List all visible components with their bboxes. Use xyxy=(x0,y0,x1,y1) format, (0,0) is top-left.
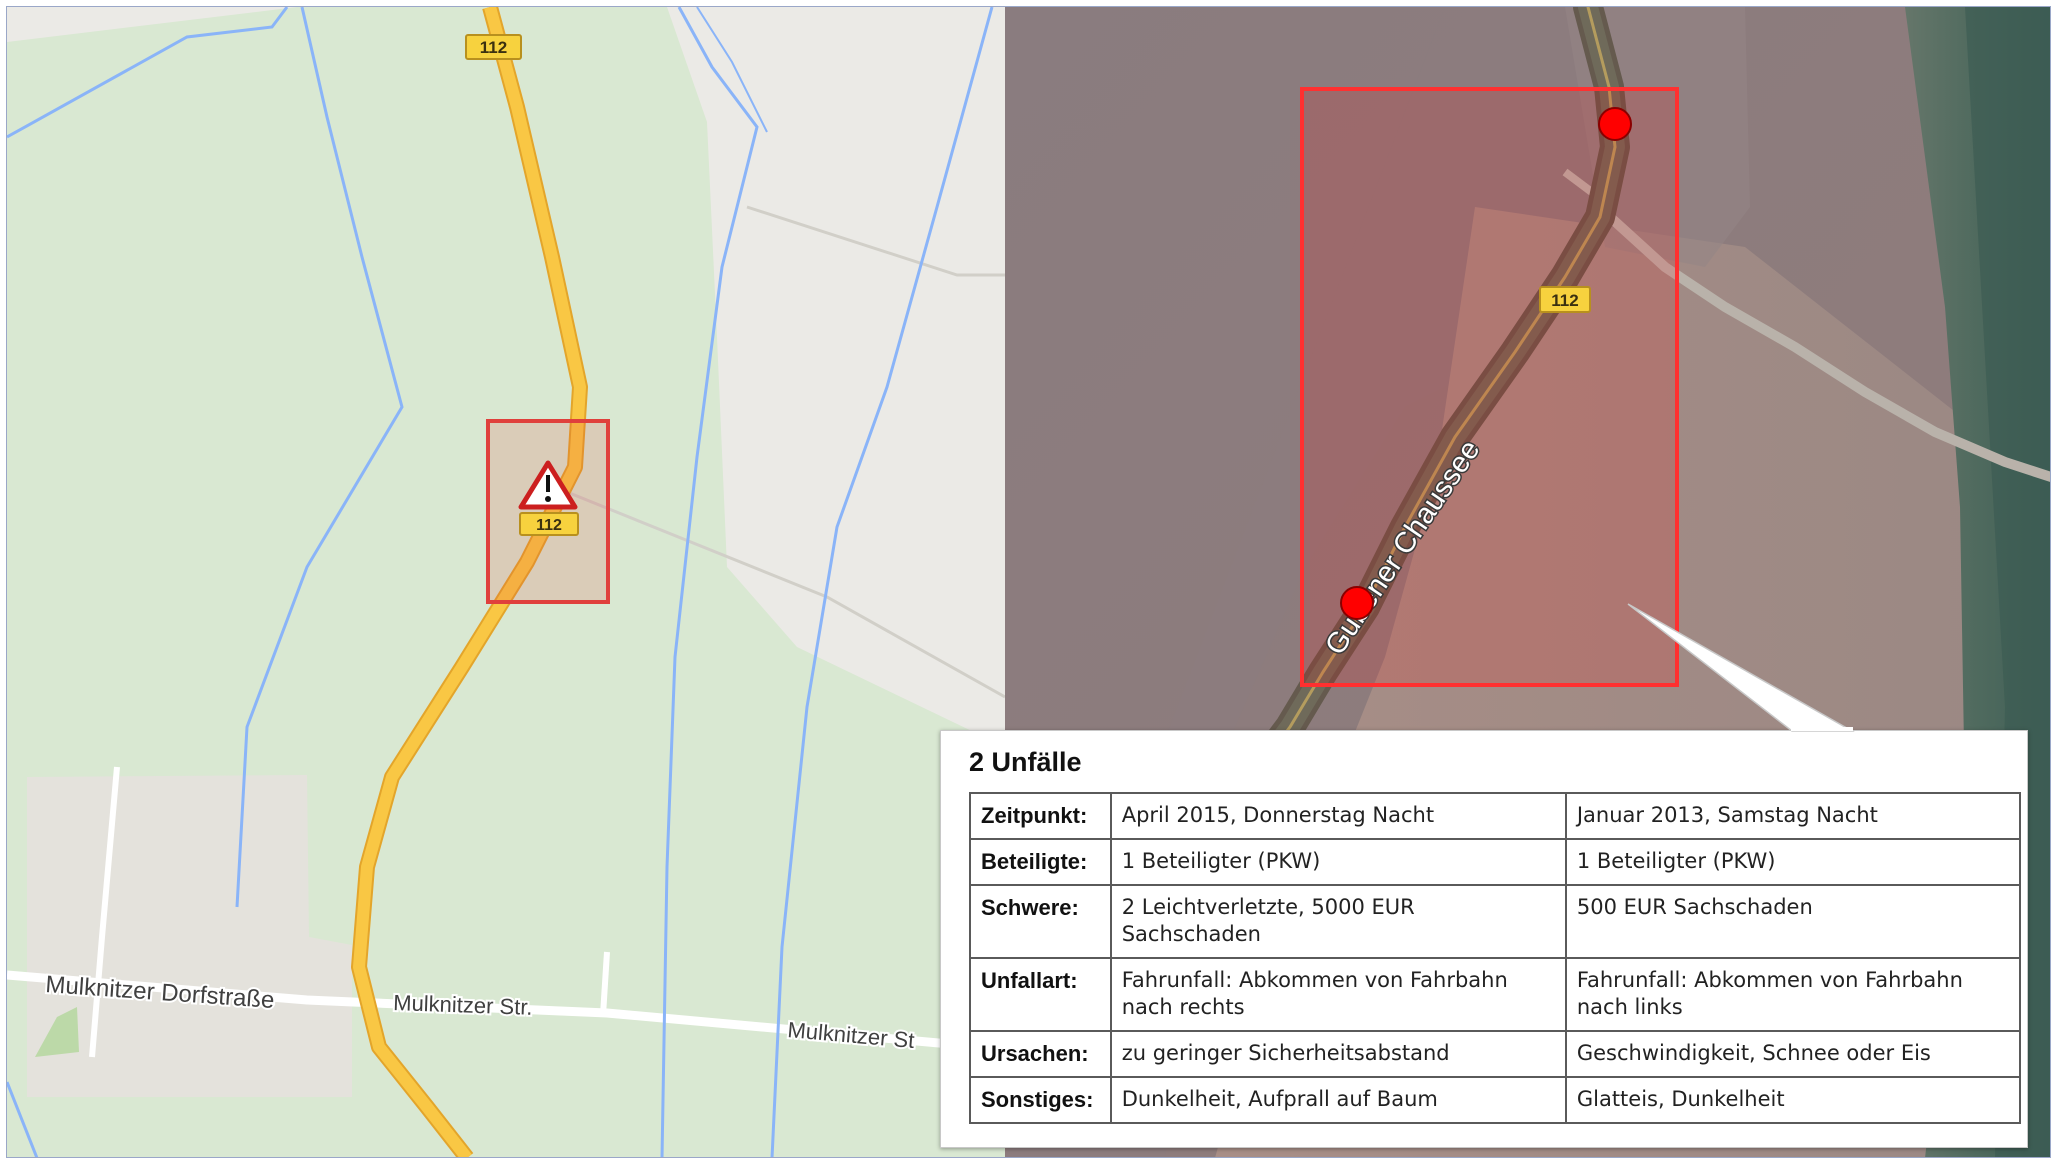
accident-1-value: Dunkelheit, Aufprall auf Baum xyxy=(1109,1076,1567,1124)
row-label: Ursachen: xyxy=(969,1030,1112,1078)
minor-road xyxy=(89,766,120,1058)
route-shield-marker: 112 xyxy=(519,512,579,536)
accident-2-value: Geschwindigkeit, Schnee oder Eis xyxy=(1564,1030,2022,1078)
park-area xyxy=(35,1007,79,1057)
tree-belt-dense xyxy=(1965,7,2051,1158)
table-row: Unfallart:Fahrunfall: Abkommen von Fahrb… xyxy=(969,957,2022,1032)
accident-2-value: 500 EUR Sachschaden xyxy=(1564,884,2022,959)
minor-road xyxy=(600,951,610,1016)
accident-1-value: April 2015, Donnerstag Nacht xyxy=(1109,792,1567,840)
route-shield-top: 112 xyxy=(465,34,522,60)
accident-1-value: 1 Beteiligter (PKW) xyxy=(1109,838,1567,886)
main-road-b112 xyxy=(353,7,586,1158)
table-row: Schwere:2 Leichtverletzte, 5000 EUR Sach… xyxy=(969,884,2022,959)
route-shield-marker-label: 112 xyxy=(536,517,562,534)
row-label: Schwere: xyxy=(969,884,1112,959)
accident-area-highlight-satellite[interactable] xyxy=(1300,87,1679,687)
row-label: Unfallart: xyxy=(969,957,1112,1032)
row-label: Sonstiges: xyxy=(969,1076,1112,1124)
accident-1-value: zu geringer Sicherheitsabstand xyxy=(1109,1030,1567,1078)
accident-info-popup: 2 Unfälle Zeitpunkt:April 2015, Donnerst… xyxy=(940,730,2028,1148)
accident-2-value: Glatteis, Dunkelheit xyxy=(1564,1076,2022,1124)
warning-triangle-icon[interactable] xyxy=(518,460,578,510)
accident-2-value: 1 Beteiligter (PKW) xyxy=(1564,838,2022,886)
road-map-panel[interactable]: 112 112 Mulknitzer Dorfstraße Mulknitzer… xyxy=(7,7,1005,1158)
accident-2-value: Fahrunfall: Abkommen von Fahrbahn nach l… xyxy=(1564,957,2022,1032)
canal xyxy=(7,7,289,139)
accident-2-value: Januar 2013, Samstag Nacht xyxy=(1564,792,2022,840)
canal xyxy=(770,7,994,1158)
road-map-canvas[interactable]: 112 112 Mulknitzer Dorfstraße Mulknitzer… xyxy=(7,7,1005,1158)
accident-1-value: 2 Leichtverletzte, 5000 EUR Sachschaden xyxy=(1109,884,1567,959)
accident-1-value: Fahrunfall: Abkommen von Fahrbahn nach r… xyxy=(1109,957,1567,1032)
row-label: Zeitpunkt: xyxy=(969,792,1112,840)
popup-title: 2 Unfälle xyxy=(969,747,1082,777)
canal xyxy=(235,7,404,908)
river xyxy=(696,7,768,133)
accident-point-north[interactable] xyxy=(1598,107,1632,141)
canal xyxy=(7,1081,39,1158)
table-row: Beteiligte:1 Beteiligter (PKW)1 Beteilig… xyxy=(969,838,2022,886)
minor-road xyxy=(566,490,1005,699)
row-label: Beteiligte: xyxy=(969,838,1112,886)
route-shield-satellite: 112 xyxy=(1539,286,1591,313)
accident-point-south[interactable] xyxy=(1340,586,1374,620)
route-shield-satellite-label: 112 xyxy=(1551,291,1578,310)
route-shield-top-label: 112 xyxy=(480,38,507,57)
river xyxy=(660,7,759,1158)
village-road xyxy=(7,970,1005,1054)
minor-road xyxy=(746,205,1005,277)
accident-area-highlight[interactable] xyxy=(486,419,610,604)
